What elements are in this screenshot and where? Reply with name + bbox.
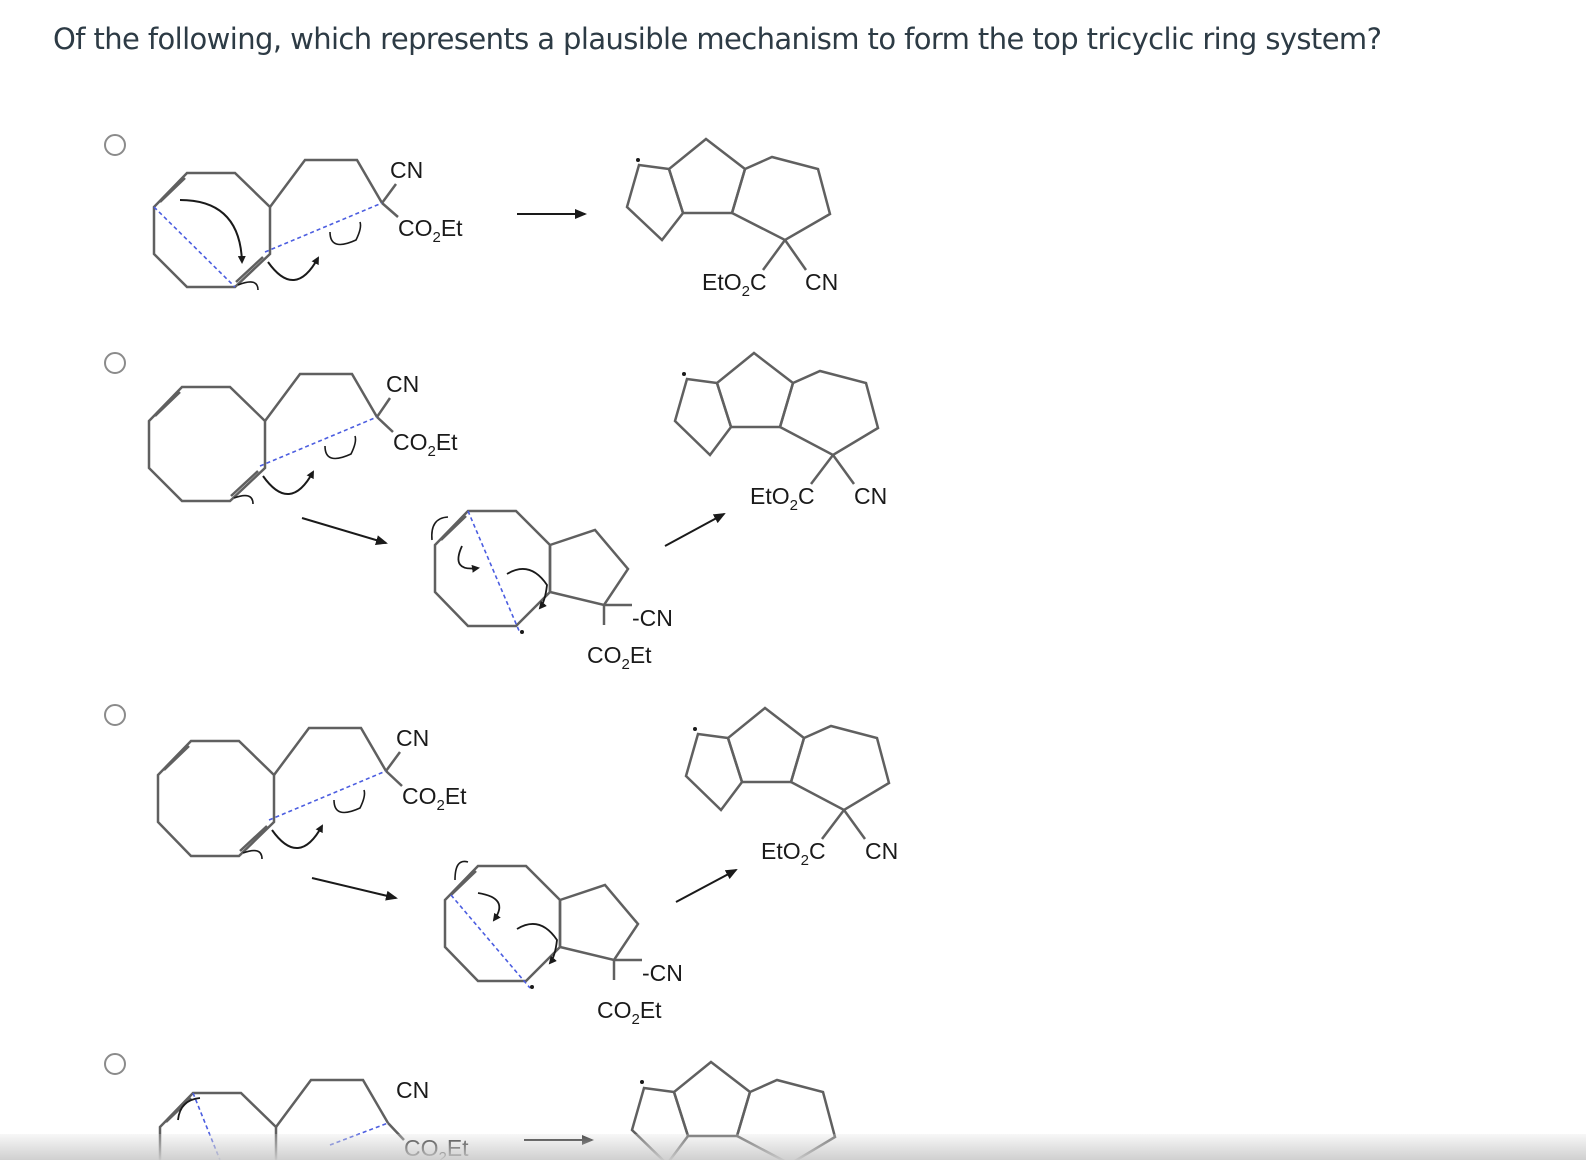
product-ring-center: [667, 137, 747, 215]
side-chain: [272, 726, 388, 776]
reaction-arrow: [311, 877, 398, 901]
label-eto2c: EtO2C: [702, 269, 767, 300]
option-a-radio[interactable]: [104, 134, 126, 156]
option-c-labels: CN CO2Et -CN CO2Et EtO2C CN: [396, 725, 898, 1028]
intermediate-pentane-ring: [558, 883, 640, 962]
product-ring-right: [730, 155, 832, 242]
label-cn: CN: [386, 371, 419, 397]
dashed-bond: [268, 770, 387, 821]
label-cn-intermediate: -CN: [632, 605, 673, 631]
label-cn-product: CN: [865, 838, 898, 864]
label-cn: CN: [396, 1077, 429, 1103]
side-chain: [263, 372, 379, 422]
product-ring-right: [778, 369, 880, 457]
side-chain: [274, 1078, 390, 1128]
label-co2et-intermediate: CO2Et: [597, 997, 662, 1028]
dashed-bond: [450, 894, 531, 989]
label-co2et: CO2Et: [398, 215, 463, 246]
option-d-radio[interactable]: [104, 1053, 126, 1075]
option-c-radio[interactable]: [104, 704, 126, 726]
label-eto2c: EtO2C: [761, 838, 826, 869]
reaction-arrow: [675, 869, 738, 903]
option-b-labels: CN CO2Et -CN CO2Et EtO2C CN: [386, 371, 887, 673]
dashed-bond: [153, 206, 236, 288]
product-ring-left: [625, 163, 685, 242]
bottom-fade: [0, 1134, 1586, 1160]
reaction-arrow: [301, 517, 388, 545]
product-ring-center: [715, 351, 795, 429]
option-c-scheme: [156, 706, 891, 989]
product-ring-center: [726, 706, 806, 784]
label-cn-intermediate: -CN: [642, 960, 683, 986]
label-co2et-intermediate: CO2Et: [587, 642, 652, 673]
label-eto2c: EtO2C: [750, 483, 815, 514]
reaction-arrow: [664, 513, 726, 547]
cyclooctene-ring: [156, 739, 276, 858]
intermediate-octane-ring: [433, 509, 552, 628]
label-co2et: CO2Et: [402, 783, 467, 814]
label-cn-product: CN: [854, 483, 887, 509]
label-co2et: CO2Et: [393, 429, 458, 460]
question-text: Of the following, which represents a pla…: [53, 22, 1382, 56]
option-a-labels: CN CO2Et EtO2C CN: [390, 157, 838, 300]
intermediate-pentane-ring: [548, 528, 630, 607]
option-a-scheme: [152, 137, 832, 291]
product-ring-right: [789, 724, 891, 812]
label-cn-product: CN: [805, 269, 838, 295]
label-cn: CN: [390, 157, 423, 183]
dashed-bond: [259, 416, 378, 467]
dashed-bond: [192, 1092, 221, 1160]
label-cn: CN: [396, 725, 429, 751]
option-b-radio[interactable]: [104, 352, 126, 374]
option-b-scheme: [147, 351, 880, 634]
cyclooctene-ring: [147, 385, 267, 503]
dashed-bond: [264, 202, 383, 253]
product-ring-left: [673, 377, 733, 457]
product-ring-left: [684, 732, 744, 812]
dashed-bond: [467, 510, 521, 634]
intermediate-octane-ring: [443, 864, 562, 983]
side-chain: [268, 158, 384, 208]
